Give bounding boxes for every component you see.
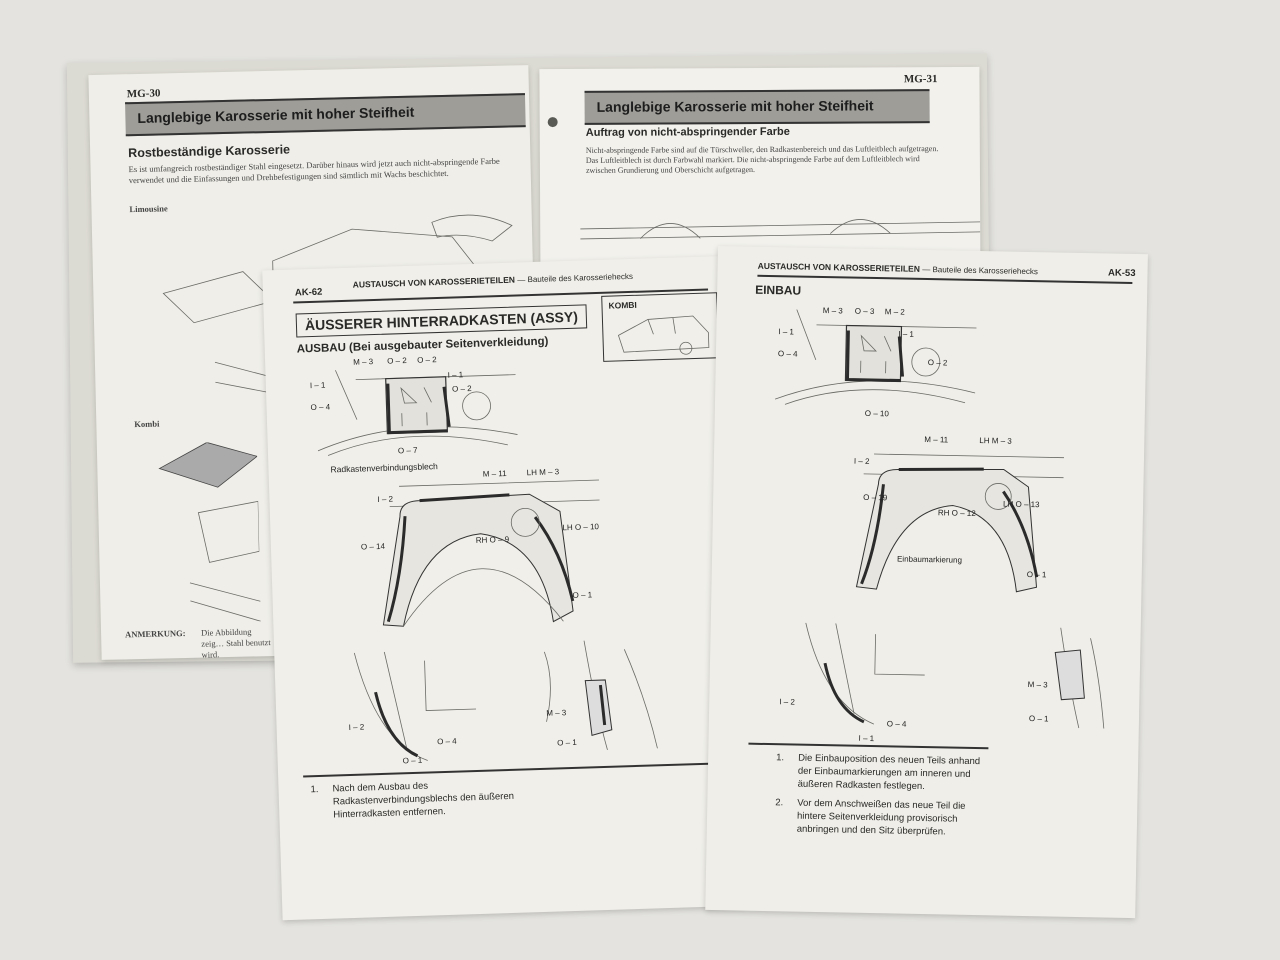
callout: M – 11	[482, 468, 507, 479]
label-wagon: Kombi	[134, 418, 160, 430]
step-item: 1. Nach dem Ausbau des Radkastenverbindun…	[310, 776, 526, 822]
note-label: ANMERKUNG:	[125, 628, 186, 640]
callout: O – 4	[436, 736, 457, 747]
page-number: MG-31	[903, 73, 938, 86]
callout: I – 2	[853, 456, 870, 466]
wheelhouse-joint-diagram	[774, 309, 977, 405]
callout: I – 1	[778, 327, 795, 337]
detail-diagram-left	[353, 651, 477, 761]
callout: O – 1	[1028, 714, 1049, 724]
step-list: 1. Die Einbauposition des neuen Teils anh…	[775, 751, 992, 845]
section-subtitle: — Bauteile des Karosseriehecks	[922, 264, 1038, 277]
callout: O – 14	[360, 541, 386, 552]
callout: O – 1	[557, 737, 577, 748]
callout: I – 1	[447, 370, 464, 380]
banner-text: Langlebige Karosserie mit hoher Steifhei…	[137, 103, 415, 126]
page-title: ÄUSSERER HINTERRADKASTEN (ASSY)	[295, 304, 588, 338]
section-title: AUSTAUSCH VON KAROSSERIETEILEN	[352, 274, 516, 290]
outer-wheelhouse-diagram	[855, 453, 1065, 593]
page-number: AK-62	[294, 286, 323, 299]
callout: O – 19	[863, 492, 888, 503]
callout: RH O – 9	[475, 534, 510, 545]
front-booklet-right-page: AUSTAUSCH VON KAROSSERIETEILEN — Bauteil…	[705, 246, 1148, 919]
callout: M – 3	[1027, 680, 1048, 690]
callout: RH O – 12	[937, 508, 976, 518]
callout: M – 11	[924, 434, 949, 445]
section-heading: Auftrag von nicht-abspringender Farbe	[585, 125, 790, 139]
section-subtitle: — Bauteile des Karosseriehecks	[517, 271, 634, 285]
section-heading: EINBAU	[755, 282, 802, 298]
callout: O – 7	[397, 445, 418, 456]
step-list: 1. Nach dem Ausbau des Radkastenverbindun…	[310, 776, 526, 828]
callout: M – 3	[546, 708, 567, 718]
step-text: Nach dem Ausbau des Radkastenverbindungs…	[332, 780, 515, 821]
callout: O – 2	[416, 355, 437, 365]
callout: M – 2	[884, 307, 905, 317]
step-number: 2.	[775, 797, 784, 809]
section-title: AUSTAUSCH VON KAROSSERIETEILEN	[757, 260, 921, 274]
part-label: Radkastenverbindungsblech	[330, 461, 438, 475]
front-booklet-left-page: AK-62 AUSTAUSCH VON KAROSSERIETEILEN — B…	[262, 256, 745, 921]
wagon-icon	[617, 315, 710, 355]
section-heading: Rostbeständige Karosserie	[128, 142, 291, 161]
callout: O – 2	[927, 358, 948, 368]
kombi-inset: KOMBI	[601, 292, 720, 362]
callout: LH M – 3	[979, 436, 1012, 446]
callout: LH O – 10	[562, 522, 600, 533]
section-heading: AUSBAU (Bei ausgebauter Seitenverkleidun…	[296, 335, 549, 356]
detail-diagram-right	[1054, 627, 1105, 729]
step-text: Die Einbauposition des neuen Teils anhan…	[797, 752, 981, 793]
callout: I – 2	[348, 722, 365, 733]
callout: I – 1	[898, 329, 915, 339]
body-text: Nicht-abspringende Farbe sind auf die Tü…	[585, 144, 939, 175]
outer-wheelhouse-diagram	[382, 479, 600, 627]
step-item: 2. Vor dem Anschweißen das neue Teil die …	[775, 796, 991, 839]
wheelhouse-joint-diagram	[317, 370, 518, 456]
callout: O – 4	[310, 402, 331, 413]
detail-diagram-left	[805, 622, 925, 725]
body-text: Es ist umfangreich rostbeständiger Stahl…	[128, 155, 500, 186]
page-number: AK-53	[1107, 267, 1136, 280]
callout: I – 1	[858, 733, 875, 744]
step-number: 1.	[776, 752, 785, 764]
callout: I – 1	[309, 380, 326, 391]
step-text: Vor dem Anschweißen das neue Teil die hi…	[796, 797, 966, 838]
note-text: Die Abbildung zeig… Stahl benutzt wird.	[200, 626, 271, 660]
callout: I – 2	[779, 697, 795, 707]
callout: LH O – 13	[1003, 499, 1040, 510]
callout: O – 1	[402, 755, 423, 766]
callout: O – 1	[1026, 569, 1047, 580]
wagon-exploded-illustration	[158, 442, 261, 622]
steps-rule	[748, 742, 989, 749]
page-number: MG-30	[126, 87, 161, 101]
page-banner: Langlebige Karosserie mit hoher Steifhei…	[584, 89, 930, 125]
mark-label: Einbaumarkierung	[896, 554, 963, 565]
callout: O – 2	[386, 356, 407, 366]
banner-text: Langlebige Karosserie mit hoher Steifhei…	[596, 97, 874, 115]
callout: O – 4	[777, 349, 798, 359]
callout: O – 1	[572, 590, 593, 600]
step-item: 1. Die Einbauposition des neuen Teils anh…	[776, 751, 992, 794]
page-banner: Langlebige Karosserie mit hoher Steifhei…	[125, 93, 526, 137]
binder-hole	[547, 117, 558, 128]
header-rule	[757, 274, 1133, 284]
section-header: AUSTAUSCH VON KAROSSERIETEILEN — Bauteil…	[353, 271, 633, 290]
callout: M – 3	[822, 306, 843, 316]
callout: LH M – 3	[526, 467, 560, 478]
step-number: 1.	[310, 784, 319, 796]
callout: O – 4	[886, 719, 907, 729]
car-side-illustration	[580, 219, 981, 240]
section-header: AUSTAUSCH VON KAROSSERIETEILEN — Bauteil…	[758, 261, 1038, 276]
callout: M – 3	[353, 357, 374, 367]
back-booklet-right-page: MG-31 Langlebige Karosserie mit hoher St…	[539, 66, 981, 300]
callout: O – 2	[451, 383, 472, 394]
callout: O – 3	[854, 306, 875, 317]
callout: I – 2	[377, 494, 394, 505]
callout: O – 10	[864, 408, 889, 419]
detail-diagram-right	[543, 640, 658, 751]
